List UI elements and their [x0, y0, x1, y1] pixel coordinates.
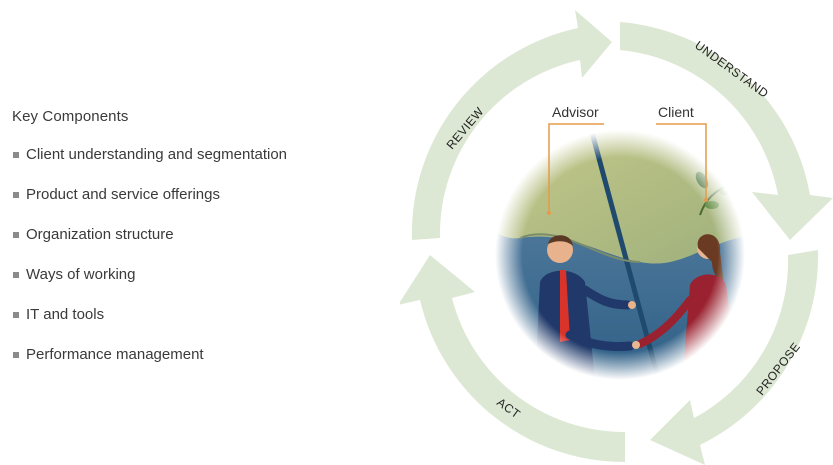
bullet-icon — [13, 192, 19, 198]
list-item-label: Product and service offerings — [26, 186, 220, 203]
arrow-review — [411, 10, 612, 240]
bullet-icon — [13, 272, 19, 278]
bullet-icon — [13, 232, 19, 238]
list-item-label: Organization structure — [26, 226, 174, 243]
list-item-label: Ways of working — [26, 266, 136, 283]
list-item: IT and tools — [12, 305, 372, 345]
handshake-illustration — [490, 124, 750, 386]
advisory-cycle-diagram: Advisor Client UNDERSTAND PROPOSE ACT RE… — [400, 0, 833, 465]
bullet-icon — [13, 152, 19, 158]
bullet-icon — [13, 352, 19, 358]
list-item: Product and service offerings — [12, 185, 372, 225]
list-item: Ways of working — [12, 265, 372, 305]
key-components-heading: Key Components — [12, 108, 129, 125]
list-item: Client understanding and segmentation — [12, 145, 372, 185]
list-item-label: Client understanding and segmentation — [26, 146, 288, 163]
cycle-svg: Advisor Client UNDERSTAND PROPOSE ACT RE… — [400, 10, 833, 465]
arrow-propose — [650, 250, 819, 465]
advisor-callout-line — [548, 123, 604, 213]
arrow-understand — [620, 22, 833, 240]
client-label: Client — [658, 104, 694, 120]
arrow-act — [400, 255, 625, 463]
client-callout-line — [656, 123, 707, 200]
key-components-panel: Key Components Client understanding and … — [12, 108, 372, 385]
key-components-list: Client understanding and segmentation Pr… — [12, 145, 372, 385]
list-item: Performance management — [12, 345, 372, 385]
list-item: Organization structure — [12, 225, 372, 265]
role-callouts — [548, 123, 707, 213]
cycle-arrows — [400, 10, 833, 465]
list-item-label: Performance management — [26, 346, 204, 363]
advisor-label: Advisor — [552, 104, 599, 120]
list-item-label: IT and tools — [26, 306, 105, 323]
advisor-callout-dot — [547, 211, 551, 215]
client-callout-dot — [704, 198, 708, 202]
bullet-icon — [13, 312, 19, 318]
